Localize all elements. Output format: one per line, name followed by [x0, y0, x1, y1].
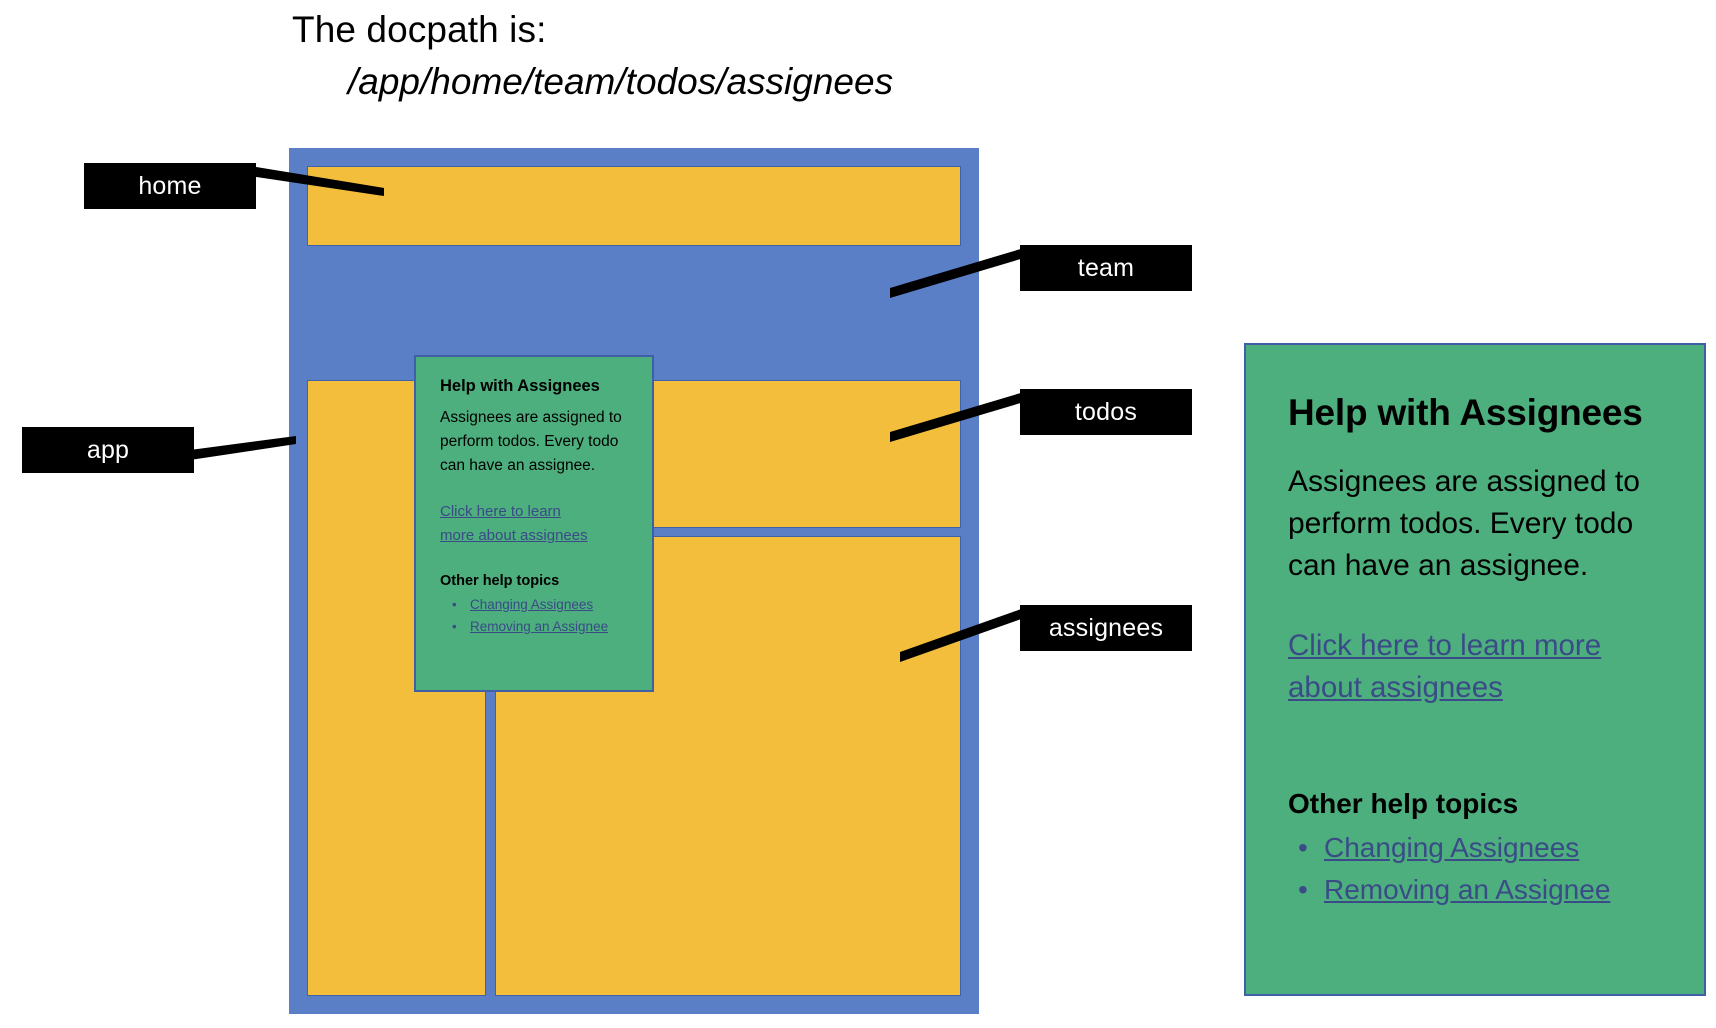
help-card-link[interactable]: Click here to learn more about assignees [440, 500, 630, 548]
help-card-topic-list-large: • Changing Assignees • Removing an Assig… [1288, 827, 1664, 911]
help-card-link-large-line2[interactable]: about assignees [1288, 671, 1503, 704]
leader-line-assignees [900, 608, 1024, 662]
help-card-link-large[interactable]: Click here to learn more about assignees [1288, 625, 1664, 709]
leader-line-todos [890, 392, 1024, 442]
callout-label-home[interactable]: home [84, 163, 256, 209]
bullet-icon: • [452, 597, 457, 612]
help-card-body: Assignees are assigned to perform todos.… [440, 409, 622, 474]
callout-label-app[interactable]: app [22, 427, 194, 473]
header-panel[interactable] [307, 166, 961, 246]
list-item[interactable]: • Changing Assignees [1288, 827, 1664, 869]
list-item[interactable]: • Removing an Assignee [1288, 869, 1664, 911]
callout-label-todos[interactable]: todos [1020, 389, 1192, 435]
help-card-other-title: Other help topics [440, 573, 560, 589]
callout-label-team[interactable]: team [1020, 245, 1192, 291]
help-card-title: Help with Assignees [440, 377, 600, 395]
leader-line-team [890, 248, 1024, 298]
topic-link-removing-an-assignee-large[interactable]: Removing an Assignee [1324, 874, 1611, 905]
page-title: The docpath is: /app/home/team/todos/ass… [292, 8, 1392, 104]
topic-link-changing-assignees[interactable]: Changing Assignees [470, 597, 594, 612]
docpath-value-text: /app/home/team/todos/assignees [348, 61, 894, 102]
topic-link-changing-assignees-large[interactable]: Changing Assignees [1324, 832, 1580, 863]
bullet-icon: • [452, 619, 457, 634]
help-card-body-large: Assignees are assigned to perform todos.… [1288, 465, 1640, 582]
topic-link-removing-an-assignee[interactable]: Removing an Assignee [470, 619, 609, 634]
bullet-icon: • [1298, 832, 1308, 863]
leader-line-app [190, 436, 296, 460]
leader-line-home [250, 166, 384, 196]
help-card-link-large-line1[interactable]: Click here to learn more [1288, 629, 1602, 662]
docpath-intro-text: The docpath is: [292, 9, 547, 50]
help-card-embedded: Help with Assignees Assignees are assign… [414, 355, 654, 692]
help-card-link-line1[interactable]: Click here to learn [440, 503, 561, 520]
help-card-title-large: Help with Assignees [1288, 392, 1643, 433]
list-item[interactable]: • Changing Assignees [440, 594, 630, 616]
help-card-topic-list: • Changing Assignees • Removing an Assig… [440, 594, 630, 638]
bullet-icon: • [1298, 874, 1308, 905]
help-card-other-title-large: Other help topics [1288, 788, 1519, 819]
help-card-link-line2[interactable]: more about assignees [440, 527, 588, 544]
list-item[interactable]: • Removing an Assignee [440, 616, 630, 638]
help-card-magnified: Help with Assignees Assignees are assign… [1244, 343, 1706, 996]
callout-label-assignees[interactable]: assignees [1020, 605, 1192, 651]
